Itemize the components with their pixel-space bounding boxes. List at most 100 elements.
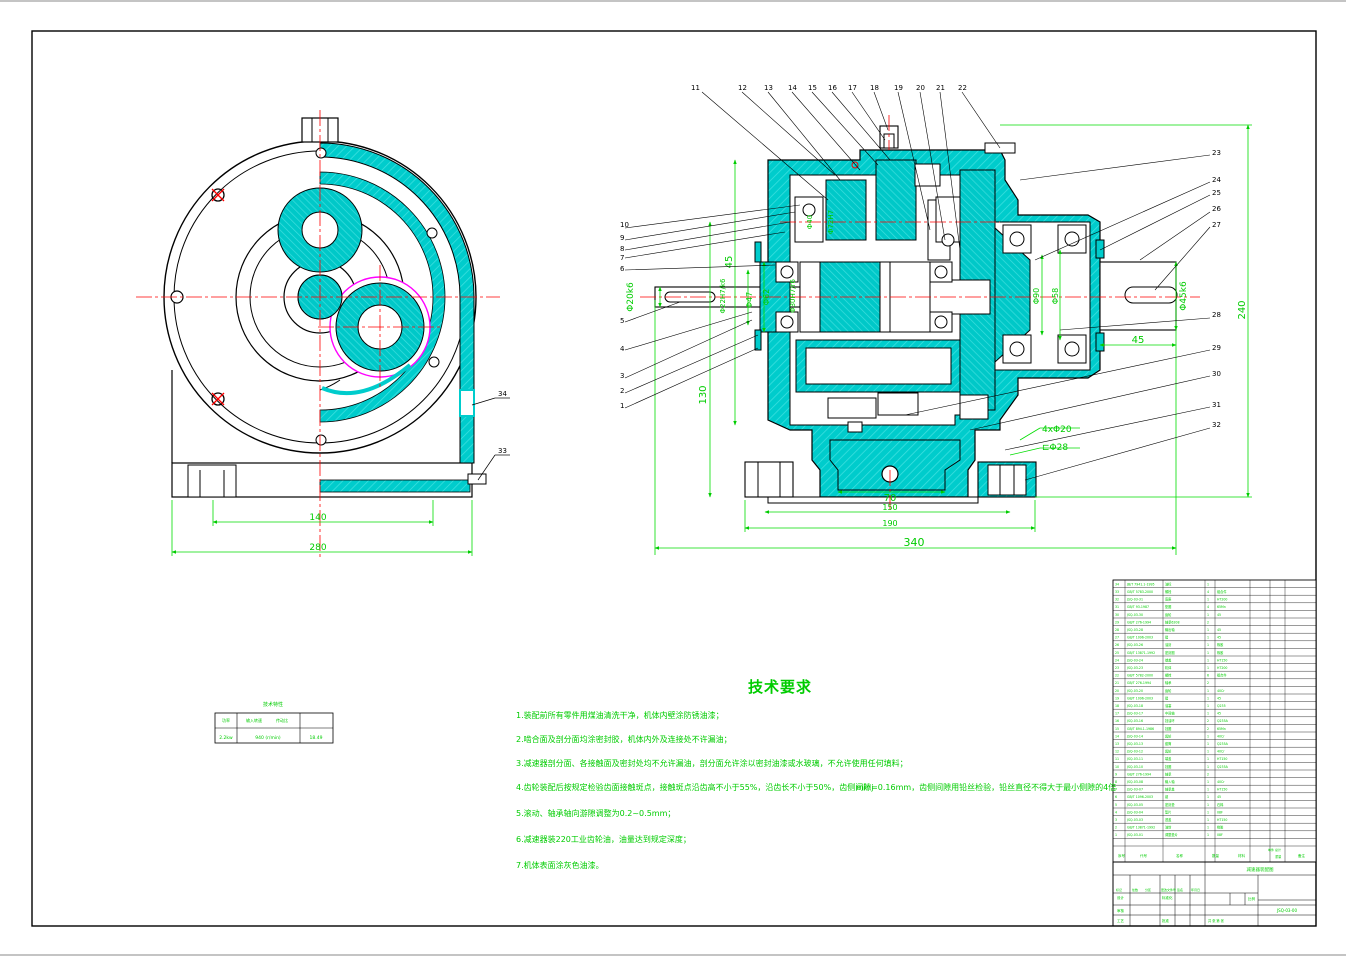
parts-row-qty: 1 xyxy=(1207,818,1209,822)
parts-row-no: 7 xyxy=(1115,788,1117,792)
dim-280: 280 xyxy=(309,543,326,553)
balloon-25: 25 xyxy=(1212,189,1221,197)
parts-row-no: 17 xyxy=(1115,712,1119,716)
parts-row-qty: 2 xyxy=(1207,620,1209,624)
parts-row-no: 10 xyxy=(1115,765,1119,769)
spec-value-speed: 940 (r/min) xyxy=(255,735,281,741)
balloon-11: 11 xyxy=(691,84,700,92)
parts-row-code: GB/T 13871-1992 xyxy=(1127,826,1155,830)
tech-line-7: 7.机体表面涂灰色油漆。 xyxy=(516,861,604,870)
title-col-sign: 签名 xyxy=(1177,887,1183,892)
parts-row-code: JSQ-03-12 xyxy=(1126,750,1143,754)
parts-row-name: 螺栓 xyxy=(1165,589,1172,594)
dim-shaft-2: Φ30H7/r6 xyxy=(789,279,797,313)
balloon-5: 5 xyxy=(620,317,624,325)
title-col-zone: 分区 xyxy=(1145,887,1151,892)
balloon-21: 21 xyxy=(936,84,945,92)
spec-value-ratio: 18.49 xyxy=(310,735,323,741)
parts-row-code: JSQ-03-10 xyxy=(1126,765,1143,769)
parts-row-mat: 45 xyxy=(1217,712,1221,716)
parts-row-code: JB/T 7941.1-1995 xyxy=(1126,582,1155,586)
parts-row-mat: 组合件 xyxy=(1217,589,1227,594)
parts-row-mat: 45 xyxy=(1217,795,1221,799)
balloon-8: 8 xyxy=(620,245,624,253)
spec-value-power: 2.2kw xyxy=(219,735,233,741)
parts-row-code: GB/T 1096-2003 xyxy=(1127,795,1153,799)
parts-row-no: 30 xyxy=(1115,613,1119,617)
parts-header-note: 备注 xyxy=(1298,853,1306,858)
parts-row-qty: 1 xyxy=(1207,696,1209,700)
parts-header-weight: 单件 总计 xyxy=(1268,847,1281,852)
parts-row-no: 2 xyxy=(1115,826,1117,830)
parts-row-mat: 40Cr xyxy=(1217,750,1225,754)
balloon-9: 9 xyxy=(620,234,624,242)
parts-row-name: 油封 xyxy=(1165,825,1172,830)
parts-row-name: 油标 xyxy=(1165,581,1172,586)
parts-row-mat: 45 xyxy=(1217,628,1221,632)
parts-row-no: 16 xyxy=(1115,719,1119,723)
parts-row-qty: 1 xyxy=(1207,750,1209,754)
balloon-27: 27 xyxy=(1212,221,1221,229)
title-approve: 批准 xyxy=(1162,918,1170,923)
parts-row-no: 18 xyxy=(1115,704,1119,708)
parts-row-no: 19 xyxy=(1115,696,1119,700)
parts-row-qty: 1 xyxy=(1207,666,1209,670)
parts-row-qty: 1 xyxy=(1207,628,1209,632)
parts-row-name: 轴承盖 xyxy=(1165,787,1175,792)
drawing-frame xyxy=(31,30,1317,927)
tech-line-3: 3.减速器剖分面、各接触面及密封处均不允许漏油，剖分面允许涂以密封油漆或水玻璃，… xyxy=(516,759,908,768)
parts-row-mat: 45 xyxy=(1217,696,1221,700)
parts-row-no: 34 xyxy=(1115,582,1119,586)
parts-row-qty: 1 xyxy=(1207,803,1209,807)
parts-row-qty: 1 xyxy=(1207,613,1209,617)
parts-row-mat: 08F xyxy=(1217,810,1223,814)
spec-header-ratio: 传动比 xyxy=(276,717,288,723)
parts-row-code: JSQ-03-20 xyxy=(1126,689,1143,693)
parts-row-mat: 石棉 xyxy=(1217,802,1223,807)
title-col-date: 年月日 xyxy=(1191,887,1200,892)
balloon-20: 20 xyxy=(916,84,925,92)
dim-output-dia: Φ45k6 xyxy=(1179,281,1189,311)
parts-row-no: 6 xyxy=(1115,795,1117,799)
tech-line-6: 6.减速器装220工业齿轮油，油量达到规定深度； xyxy=(516,835,691,844)
parts-row-qty: 2 xyxy=(1207,681,1209,685)
title-drawing-no: JSQ-03-00 xyxy=(1276,908,1298,913)
parts-row-no: 31 xyxy=(1115,605,1119,609)
parts-row-code: GB/T 5783-2000 xyxy=(1127,590,1153,594)
balloon-6: 6 xyxy=(620,265,625,273)
parts-row-no: 15 xyxy=(1115,727,1119,731)
balloon-29: 29 xyxy=(1212,344,1221,352)
parts-row-qty: 1 xyxy=(1207,734,1209,738)
balloon-10: 10 xyxy=(620,221,629,229)
balloon-24: 24 xyxy=(1212,176,1221,184)
parts-row-code: GB/T 13871-1992 xyxy=(1127,651,1155,655)
parts-row-no: 12 xyxy=(1115,750,1119,754)
parts-row-qty: 1 xyxy=(1207,788,1209,792)
parts-row-mat: 组合件 xyxy=(1217,673,1227,678)
parts-row-code: JSQ-03-01 xyxy=(1126,833,1143,837)
parts-row-name: 端盖 xyxy=(1165,756,1172,761)
parts-row-name: 透盖 xyxy=(1165,817,1172,822)
title-process: 工艺 xyxy=(1117,918,1125,923)
parts-row-name: 密封圈 xyxy=(1165,650,1175,655)
parts-header-name: 名称 xyxy=(1176,853,1184,858)
balloon-31: 31 xyxy=(1212,401,1221,409)
parts-row-name: 轴承6208 xyxy=(1165,619,1180,624)
parts-row-mat: 40Cr xyxy=(1217,689,1225,693)
parts-row-no: 21 xyxy=(1115,681,1119,685)
title-designer: 设计 xyxy=(1117,895,1125,900)
parts-row-name: 挡油环 xyxy=(1165,718,1175,723)
dim-45-horizontal: 45 xyxy=(1132,335,1145,346)
parts-header-qty: 数量 xyxy=(1212,853,1220,858)
parts-row-code: GB/T 93-1987 xyxy=(1127,605,1149,609)
parts-row-no: 11 xyxy=(1115,757,1119,761)
parts-row-name: 齿轮 xyxy=(1165,749,1172,754)
parts-row-code: GB/T 1096-2003 xyxy=(1127,636,1153,640)
parts-row-code: JSQ-03-18 xyxy=(1126,704,1143,708)
parts-row-mat: HT150 xyxy=(1217,757,1227,761)
parts-row-code: JSQ-03-23 xyxy=(1126,666,1143,670)
dim-holes: 4xΦ20 xyxy=(1042,425,1072,435)
parts-row-name: 轴承 xyxy=(1165,680,1172,685)
parts-row-code: JSQ-03-26 xyxy=(1126,643,1143,647)
parts-row-qty: 1 xyxy=(1207,651,1209,655)
